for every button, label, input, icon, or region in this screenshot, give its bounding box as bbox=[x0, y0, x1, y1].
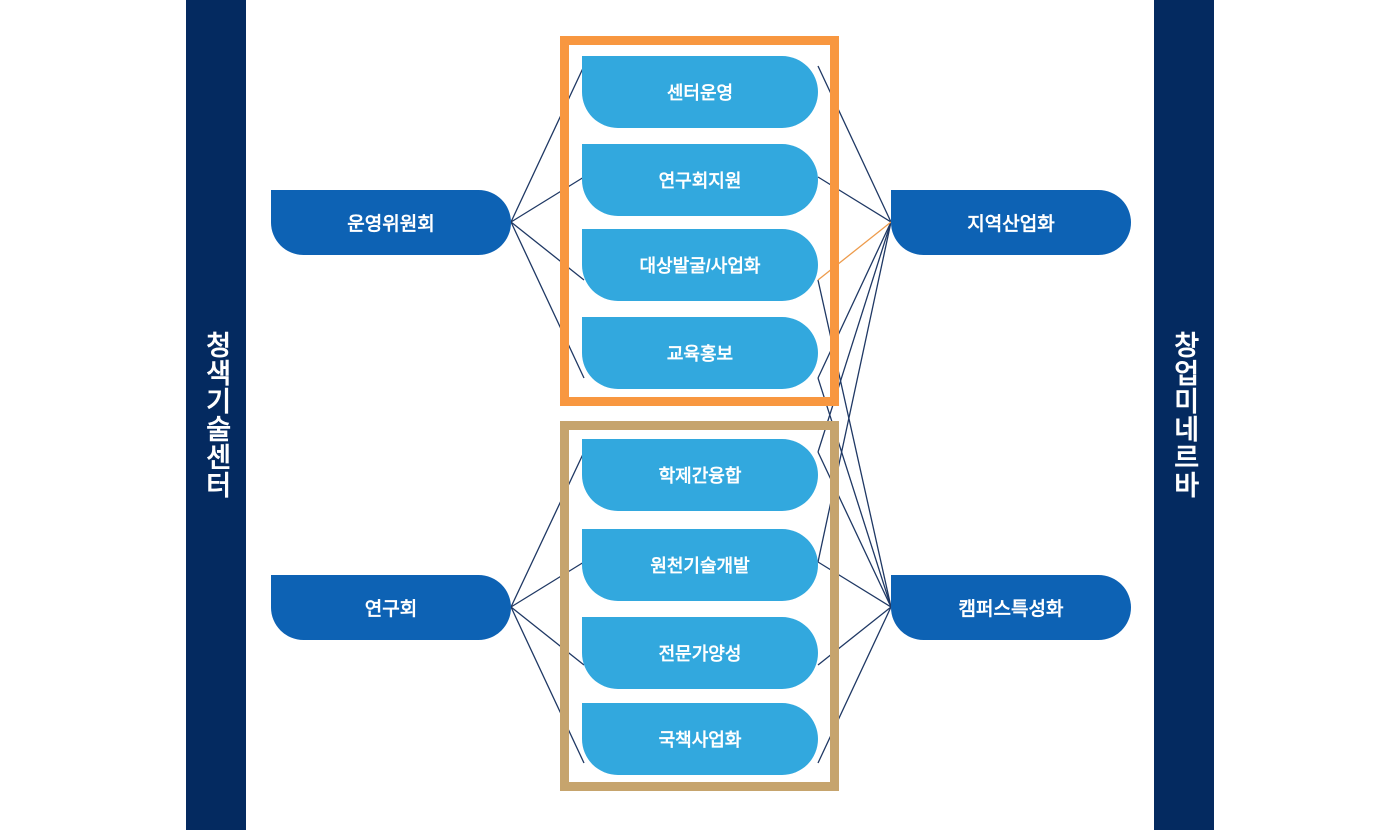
node-society-support-label: 연구회지원 bbox=[658, 171, 742, 191]
node-steering-committee-label: 운영위원회 bbox=[347, 214, 435, 235]
node-expert-training-label: 전문가양성 bbox=[658, 644, 742, 664]
node-regional-industrialization-label: 지역산업화 bbox=[967, 214, 1055, 235]
node-target-discovery-commercialization-label: 대상발굴/사업화 bbox=[639, 256, 761, 276]
node-campus-specialization-label: 캠퍼스특성화 bbox=[958, 599, 1064, 620]
node-expert-training[interactable]: 전문가양성 bbox=[582, 617, 818, 689]
node-society-support[interactable]: 연구회지원 bbox=[582, 144, 818, 216]
node-education-promotion-label: 교육홍보 bbox=[666, 344, 734, 364]
node-national-project-commercialization-label: 국책사업화 bbox=[658, 730, 742, 750]
node-interdisciplinary-convergence[interactable]: 학제간융합 bbox=[582, 439, 818, 511]
node-center-operation[interactable]: 센터운영 bbox=[582, 56, 818, 128]
node-education-promotion[interactable]: 교육홍보 bbox=[582, 317, 818, 389]
sidebar-left: 청색기술센터 bbox=[186, 0, 246, 830]
node-steering-committee[interactable]: 운영위원회 bbox=[271, 190, 511, 255]
node-target-discovery-commercialization[interactable]: 대상발굴/사업화 bbox=[582, 229, 818, 301]
node-core-technology-development-label: 원천기술개발 bbox=[650, 556, 750, 576]
node-research-society[interactable]: 연구회 bbox=[271, 575, 511, 640]
group-frame-bottom bbox=[560, 421, 839, 791]
node-core-technology-development[interactable]: 원천기술개발 bbox=[582, 529, 818, 601]
node-regional-industrialization[interactable]: 지역산업화 bbox=[891, 190, 1131, 255]
sidebar-right: 창업미네르바 bbox=[1154, 0, 1214, 830]
node-campus-specialization[interactable]: 캠퍼스특성화 bbox=[891, 575, 1131, 640]
node-research-society-label: 연구회 bbox=[364, 599, 418, 620]
node-national-project-commercialization[interactable]: 국책사업화 bbox=[582, 703, 818, 775]
sidebar-left-label: 청색기술센터 bbox=[201, 331, 232, 499]
group-frame-top bbox=[560, 36, 839, 406]
node-center-operation-label: 센터운영 bbox=[666, 83, 734, 103]
sidebar-right-label: 창업미네르바 bbox=[1169, 331, 1200, 499]
node-interdisciplinary-convergence-label: 학제간융합 bbox=[658, 466, 742, 486]
